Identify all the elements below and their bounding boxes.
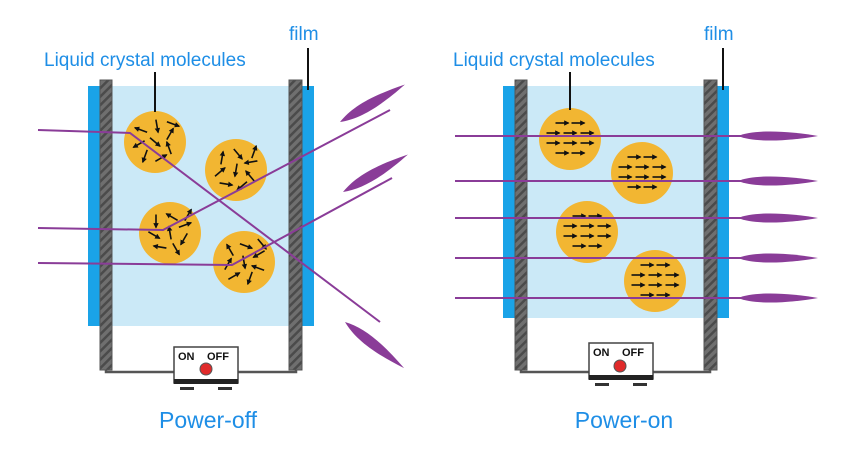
panel-power-off: ON OFF Liquid crystal molecules film Pow…: [37, 24, 408, 433]
switch-base: [174, 379, 238, 384]
beam-spindle-icon: [738, 213, 818, 223]
switch-foot: [633, 383, 647, 386]
switch-base: [589, 375, 653, 380]
arrow-icon: [227, 272, 241, 280]
switch-foot: [180, 387, 194, 390]
light-rays: [455, 135, 750, 299]
beam-spindle-icon: [738, 176, 818, 186]
molecules-label: Liquid crystal molecules: [44, 50, 246, 71]
film-label: film: [289, 24, 319, 45]
glass-wall-right: [703, 79, 718, 371]
light-ray: [37, 129, 381, 323]
beam-spindle-icon: [345, 322, 405, 369]
arrow-icon: [251, 144, 258, 159]
switch-on-label: ON: [178, 351, 195, 363]
beam-spindle-icon: [738, 293, 818, 303]
arrow-icon: [246, 271, 253, 286]
arrow-icon: [252, 250, 266, 258]
molecules-label: Liquid crystal molecules: [453, 50, 655, 71]
arrow-icon: [214, 167, 226, 177]
arrow-icon: [180, 232, 188, 246]
arrow-icon: [219, 150, 226, 165]
beam-spindle-icon: [340, 84, 405, 122]
arrow-icon: [233, 148, 243, 160]
switch-foot: [218, 387, 232, 390]
arrow-icon: [149, 137, 161, 147]
film-right: [302, 86, 314, 326]
switch-off-label: OFF: [622, 347, 644, 359]
arrow-icon: [165, 140, 172, 155]
film-left: [503, 86, 515, 318]
switch-knob[interactable]: [199, 362, 213, 376]
arrow-icon: [172, 242, 180, 256]
arrow-icon: [232, 163, 239, 178]
arrow-icon: [141, 149, 148, 164]
arrow-icon: [219, 181, 234, 188]
arrow-icon: [245, 170, 255, 182]
arrow-icon: [236, 181, 248, 191]
molecule-droplet: [624, 250, 686, 312]
panel-caption: Power-on: [575, 407, 673, 433]
arrow-icon: [166, 127, 174, 141]
glass-wall-left: [99, 79, 113, 371]
molecule-droplet: [611, 142, 673, 204]
arrow-icon: [239, 243, 254, 250]
beam-spindle-icon: [343, 154, 408, 192]
power-switch[interactable]: ON OFF: [588, 342, 654, 386]
arrow-icon: [165, 213, 179, 221]
arrow-icon: [154, 154, 168, 162]
light-ray: [37, 109, 391, 232]
panel-power-on: ON OFF Liquid crystal molecules film Pow…: [453, 24, 818, 433]
film-label: film: [704, 24, 734, 45]
power-switch[interactable]: ON OFF: [173, 346, 239, 390]
glass-wall-left: [514, 79, 528, 371]
arrow-icon: [166, 225, 173, 240]
switch-on-label: ON: [593, 347, 610, 359]
aligned-molecule-arrows: [546, 120, 680, 298]
molecule-droplet: [539, 108, 601, 170]
arrow-icon: [152, 243, 167, 250]
beam-spindle-icon: [738, 131, 818, 141]
arrow-icon: [226, 243, 234, 257]
switch-foot: [595, 383, 609, 386]
switch-off-label: OFF: [207, 351, 229, 363]
light-rays: [37, 109, 393, 323]
panel-caption: Power-off: [159, 407, 258, 433]
arrow-icon: [243, 159, 258, 166]
film-left: [88, 86, 100, 326]
light-ray: [37, 177, 393, 267]
arrow-icon: [133, 126, 148, 133]
glass-wall-right: [288, 79, 303, 371]
scattered-beams: [340, 84, 408, 369]
arrow-icon: [250, 264, 265, 271]
molecule-droplet: [556, 201, 618, 263]
arrow-icon: [154, 119, 161, 134]
beam-spindle-icon: [738, 253, 818, 263]
arrow-icon: [178, 221, 193, 228]
arrow-icon: [241, 255, 248, 270]
transmitted-beams: [738, 131, 818, 303]
film-right: [717, 86, 729, 318]
switch-knob[interactable]: [613, 359, 627, 373]
arrow-icon: [147, 231, 161, 239]
arrow-icon: [166, 121, 181, 128]
